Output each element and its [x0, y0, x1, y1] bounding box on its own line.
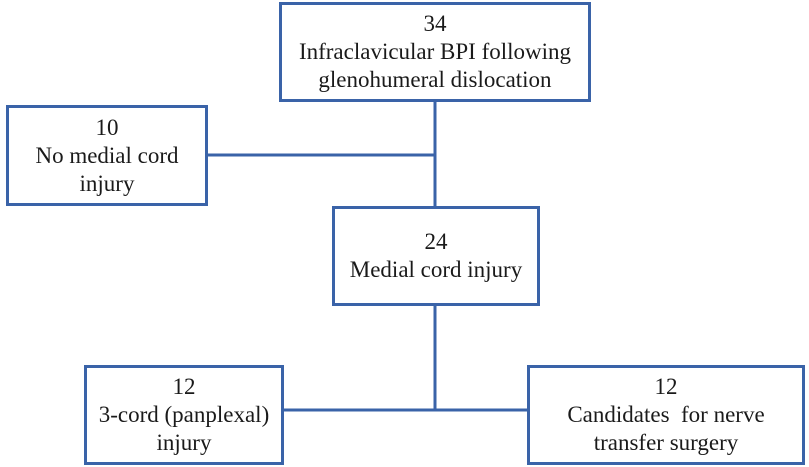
node-label-line: No medial cord — [35, 142, 179, 168]
node-label-line: 3-cord (panplexal) — [98, 402, 270, 427]
node-infraclavicular-bpi: 34 Infraclavicular BPI following glenohu… — [279, 2, 591, 102]
node-medial-cord-injury: 24 Medial cord injury — [332, 206, 540, 306]
node-count: 12 — [172, 374, 196, 399]
node-label-line: Infraclavicular BPI following — [298, 39, 572, 64]
node-count: 10 — [95, 114, 119, 140]
node-count: 12 — [654, 374, 678, 399]
node-count: 24 — [424, 229, 448, 254]
node-no-medial-cord-injury: 10 No medial cord injury — [6, 105, 208, 206]
node-label-line: injury — [156, 430, 212, 455]
node-label-line: Medial cord injury — [349, 257, 523, 282]
node-3-cord-injury: 12 3-cord (panplexal) injury — [84, 365, 284, 465]
node-count: 34 — [423, 11, 447, 36]
node-label-line: Candidates for nerve — [567, 402, 765, 427]
node-label-line: transfer surgery — [593, 430, 739, 455]
node-label-line: injury — [79, 170, 135, 196]
node-label-line: glenohumeral dislocation — [318, 67, 552, 92]
node-nerve-transfer-candidates: 12 Candidates for nerve transfer surgery — [527, 365, 805, 465]
